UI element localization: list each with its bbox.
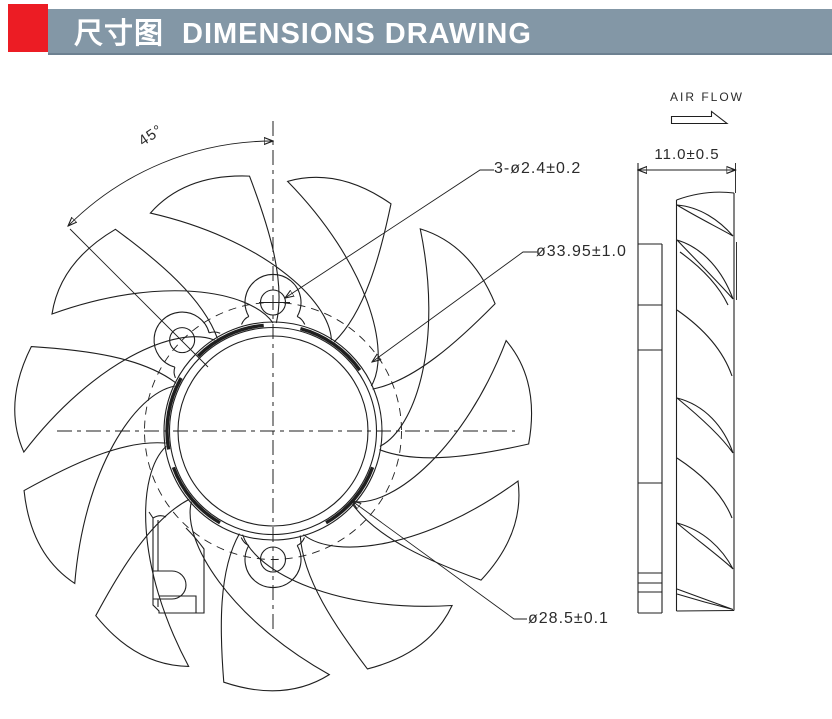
hub-circles	[136, 309, 383, 541]
hub-inner-circle	[177, 335, 369, 527]
angle-dimension-45	[68, 141, 273, 368]
fan-blades	[0, 141, 571, 719]
mounting-lobes	[139, 273, 306, 589]
hub-column-profile	[637, 163, 663, 614]
page-title: 尺寸图 DIMENSIONS DRAWING	[48, 10, 532, 52]
header-title-bar: 尺寸图 DIMENSIONS DRAWING	[48, 9, 832, 55]
fan-front-view	[0, 121, 571, 719]
centerlines	[57, 121, 515, 632]
hub-ring-circle	[168, 326, 378, 536]
angle-reference-line	[69, 228, 209, 368]
header-accent-block	[8, 4, 48, 52]
fan-side-view	[637, 110, 737, 614]
hub-outer-leader	[372, 251, 537, 362]
mounting-holes-dimension-label: 3-ø2.4±0.2	[494, 160, 582, 177]
angle-dimension-arc	[68, 141, 273, 226]
thickness-dimension-label: 11.0±0.5	[654, 146, 720, 163]
page-title-chinese: 尺寸图	[74, 18, 165, 50]
hub-inner-leader	[352, 501, 527, 620]
thickness-dimension	[638, 163, 736, 193]
hub-outer-circle	[163, 321, 383, 541]
hub-outer-dimension-label: ø33.95±1.0	[536, 243, 627, 260]
hub-inner-dimension-label: ø28.5±0.1	[528, 610, 609, 627]
air-flow-arrow-icon	[670, 110, 729, 125]
bottom-bracket-tab	[148, 511, 205, 614]
page-title-english: DIMENSIONS DRAWING	[182, 18, 532, 50]
leader-lines	[285, 169, 537, 620]
mounting-holes-leader	[285, 169, 494, 298]
blade-profile-body	[675, 191, 737, 612]
air-flow-label: AIR FLOW	[670, 90, 745, 104]
